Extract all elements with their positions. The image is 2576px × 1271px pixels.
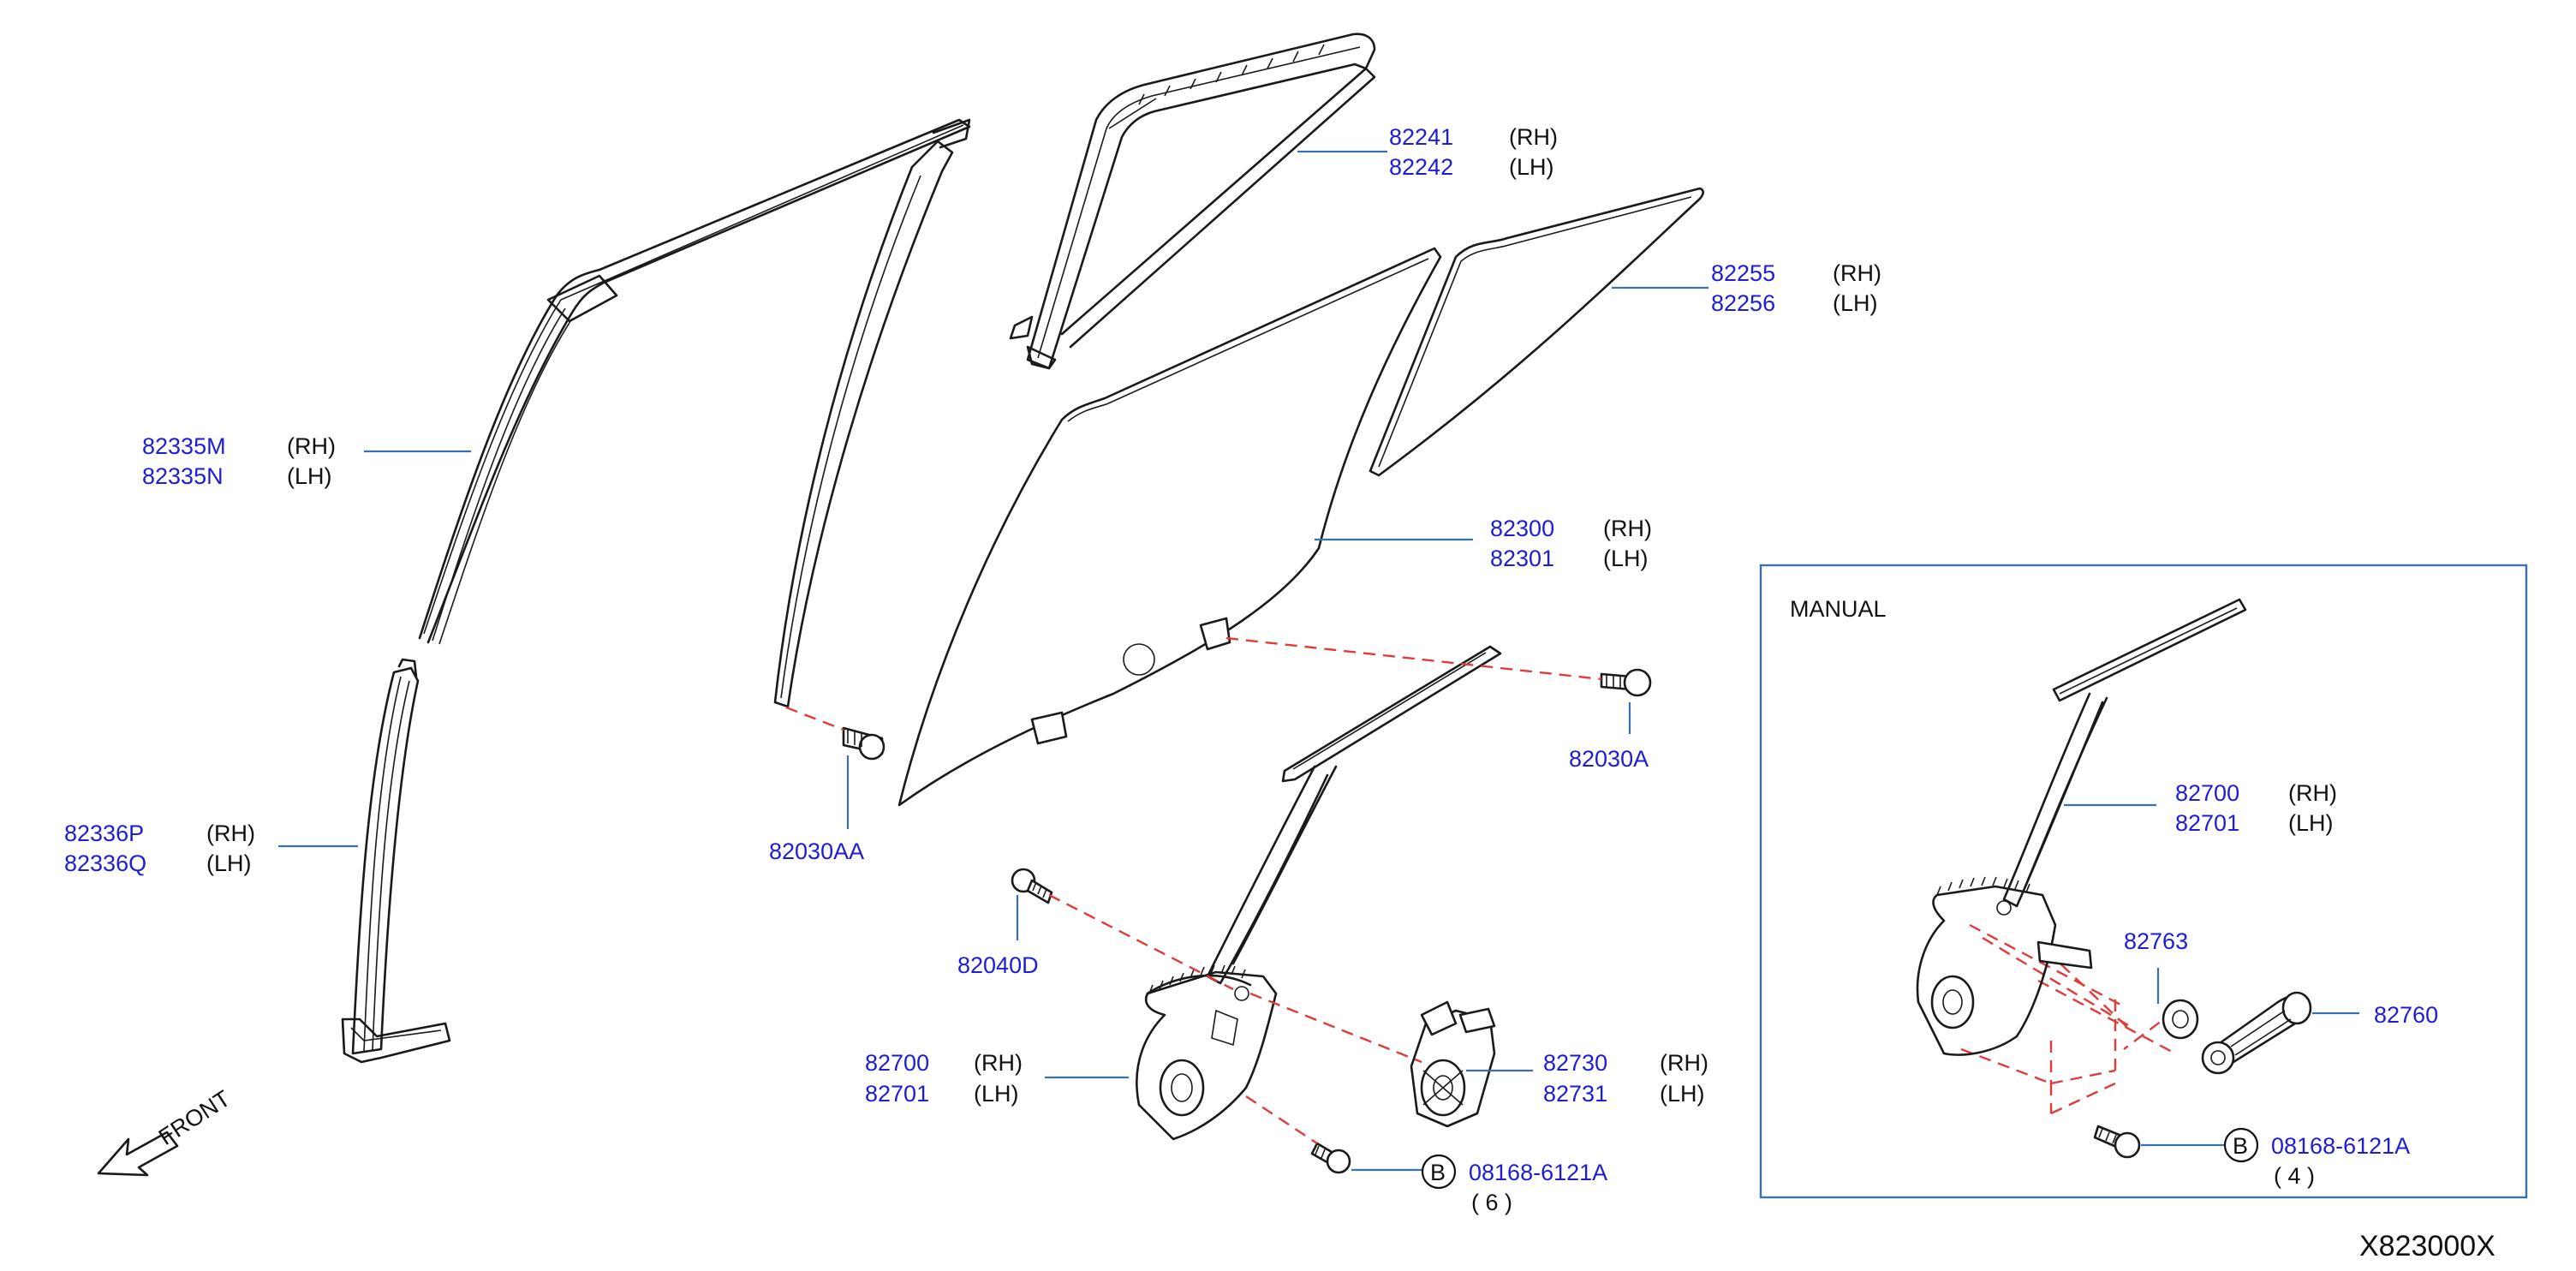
- door-glass: [897, 247, 1442, 807]
- front-arrow-icon: [97, 1131, 179, 1177]
- label-bolt-82040d: 82040D: [957, 952, 1039, 978]
- side-rh: (RH): [2288, 780, 2337, 806]
- part-number-lh: 82701: [865, 1081, 929, 1107]
- manual-title: MANUAL: [1790, 596, 1887, 622]
- upper-sash-channel: [418, 118, 971, 708]
- side-lh: (LH): [974, 1081, 1019, 1107]
- part-number-lh: 82701: [2175, 810, 2239, 836]
- division-frame: [1009, 33, 1376, 370]
- label-door-glass: 82300 (RH) 82301 (LH): [1490, 516, 1652, 571]
- label-motor: 82730 (RH) 82731 (LH): [1543, 1050, 1708, 1107]
- part-number-rh: 82241: [1389, 124, 1453, 150]
- quarter-glass: [1368, 187, 1705, 477]
- side-lh: (LH): [1833, 290, 1878, 316]
- lower-sash-channel: [341, 658, 451, 1064]
- part-number-rh: 82300: [1490, 516, 1554, 541]
- side-lh: (LH): [2288, 810, 2334, 836]
- part-number: 08168-6121A: [1469, 1160, 1607, 1185]
- part-number-rh: 82730: [1543, 1050, 1607, 1076]
- side-lh: (LH): [1603, 546, 1649, 571]
- side-rh: (RH): [974, 1050, 1023, 1076]
- circle-letter: B: [2233, 1133, 2248, 1159]
- part-number-lh: 82256: [1711, 290, 1775, 316]
- washer-82763: [2162, 999, 2199, 1040]
- bolt-b-main: [1310, 1142, 1351, 1174]
- label-quarter-glass: 82255 (RH) 82256 (LH): [1711, 260, 1881, 316]
- side-rh: (RH): [206, 820, 255, 846]
- label-bolt-b-main: B 08168-6121A ( 6 ): [1421, 1154, 1607, 1215]
- label-washer: 82763: [2124, 928, 2188, 954]
- label-bolt-82030a: 82030A: [1569, 746, 1649, 772]
- label-manual-regulator: 82700 (RH) 82701 (LH): [2175, 780, 2337, 836]
- circle-b-icon: [2223, 1127, 2259, 1163]
- front-label: FRONT: [154, 1085, 235, 1150]
- bolt-82040d: [1011, 868, 1053, 904]
- part-number-lh: 82336Q: [64, 850, 146, 876]
- side-lh: (LH): [1509, 154, 1554, 180]
- label-bolt-82030aa: 82030AA: [769, 838, 864, 864]
- side-lh: (LH): [206, 850, 252, 876]
- part-number-lh: 82335N: [142, 463, 224, 489]
- power-regulator: [1136, 645, 1502, 1141]
- part-number-rh: 82255: [1711, 260, 1775, 286]
- side-lh: (LH): [1660, 1081, 1705, 1107]
- label-bolt-b-manual: B 08168-6121A ( 4 ): [2223, 1127, 2410, 1189]
- manual-regulator: [1916, 598, 2247, 1056]
- circle-letter: B: [1430, 1160, 1446, 1185]
- quantity: ( 6 ): [1471, 1190, 1512, 1215]
- bolt-82030a: [1600, 668, 1652, 697]
- side-rh: (RH): [1509, 124, 1558, 150]
- leader-lines: [278, 150, 2359, 1172]
- label-sash-upper: 82335M (RH) 82335N (LH): [142, 433, 336, 489]
- part-number-rh: 82700: [2175, 780, 2239, 806]
- quantity: ( 4 ): [2274, 1163, 2315, 1189]
- window-motor: [1410, 1000, 1496, 1128]
- part-number-lh: 82731: [1543, 1081, 1607, 1107]
- part-number-rh: 82700: [865, 1050, 929, 1076]
- label-division-frame: 82241 (RH) 82242 (LH): [1389, 124, 1558, 180]
- bolt-b-manual: [2093, 1125, 2141, 1159]
- part-number: 08168-6121A: [2271, 1133, 2410, 1159]
- part-number-lh: 82242: [1389, 154, 1453, 180]
- label-regulator: 82700 (RH) 82701 (LH): [865, 1050, 1023, 1107]
- label-sash-lower: 82336P (RH) 82336Q (LH): [64, 820, 255, 876]
- label-handle: 82760: [2374, 1002, 2438, 1028]
- assembly-guide-lines: [785, 636, 2176, 1145]
- manual-box: MANUAL: [1759, 564, 2528, 1199]
- side-lh: (LH): [287, 463, 332, 489]
- part-number-lh: 82301: [1490, 546, 1554, 571]
- side-rh: (RH): [1833, 260, 1881, 286]
- bolt-82030aa: [842, 726, 886, 761]
- side-rh: (RH): [287, 433, 336, 459]
- window-handle: [2201, 991, 2312, 1075]
- side-rh: (RH): [1660, 1050, 1708, 1076]
- circle-b-icon: [1421, 1154, 1457, 1190]
- part-number-rh: 82335M: [142, 433, 226, 459]
- diagram-code: X823000X: [2359, 1230, 2496, 1262]
- side-rh: (RH): [1603, 516, 1652, 541]
- part-number-rh: 82336P: [64, 820, 144, 846]
